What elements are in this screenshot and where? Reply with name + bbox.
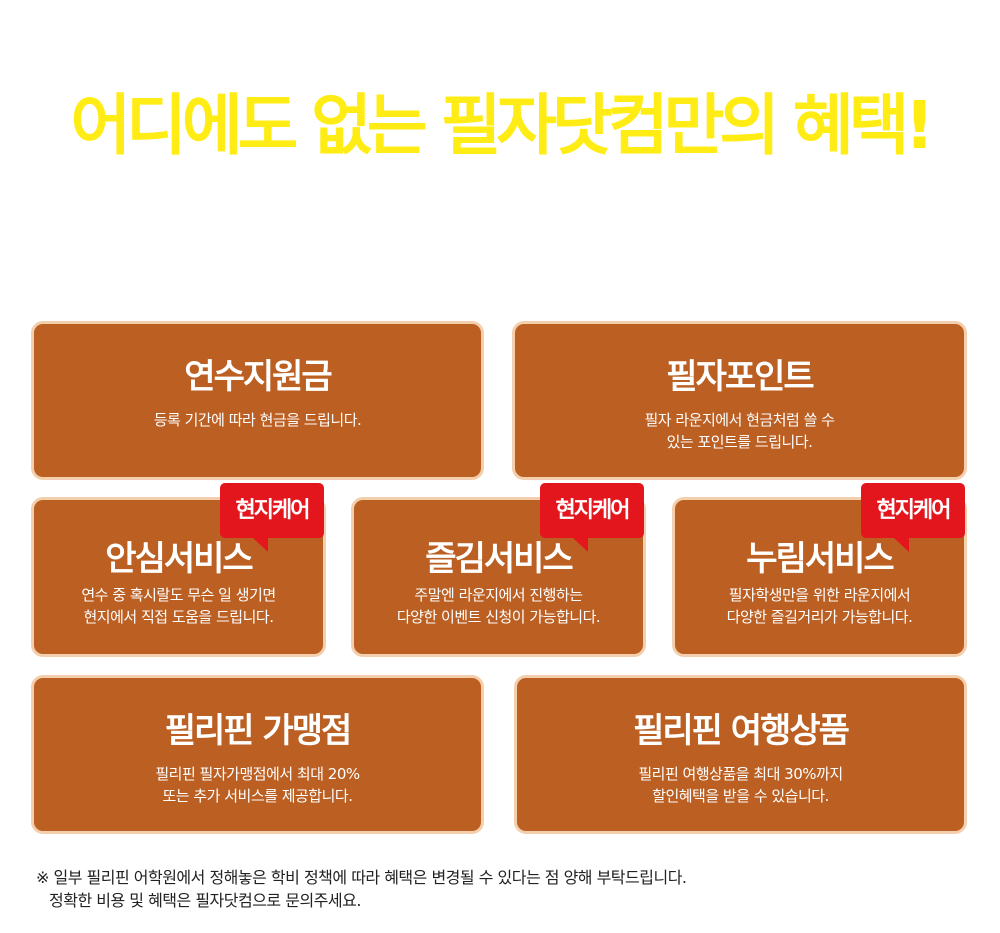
card-description-line: 현지에서 직접 도움을 드립니다. xyxy=(83,608,274,626)
notice-line: 정확한 비용 및 혜택은 필자닷컴으로 문의주세요. xyxy=(49,891,361,910)
benefit-card-pilja-points: 필자포인트 필자 라운지에서 현금처럼 쓸 수 있는 포인트를 드립니다. xyxy=(512,321,967,480)
card-description-line: 다양한 이벤트 신청이 가능합니다. xyxy=(396,608,601,626)
card-description: 연수 중 혹시랄도 무슨 일 생기면 현지에서 직접 도움을 드립니다. xyxy=(34,584,323,628)
card-title: 누림서비스 xyxy=(746,539,894,579)
card-title: 필리핀 여행상품 xyxy=(633,711,850,751)
card-description-line: 또는 추가 서비스를 제공합니다. xyxy=(162,787,353,805)
policy-notice: ※ 일부 필리핀 어학원에서 정해놓은 학비 정책에 따라 혜택은 변경될 수 … xyxy=(36,866,976,912)
notice-line: ※ 일부 필리핀 어학원에서 정해놓은 학비 정책에 따라 혜택은 변경될 수 … xyxy=(36,868,687,887)
benefit-card-philippines-stores: 필리핀 가맹점 필리핀 필자가맹점에서 최대 20% 또는 추가 서비스를 제공… xyxy=(31,675,484,834)
card-description-line: 필자학생만을 위한 라운지에서 xyxy=(728,586,911,604)
page-headline: 어디에도 없는 필자닷컴만의 혜택! xyxy=(70,87,934,164)
card-description-line: 있는 포인트를 드립니다. xyxy=(666,433,813,451)
card-description: 필자학생만을 위한 라운지에서 다양한 즐길거리가 가능합니다. xyxy=(675,584,964,628)
local-care-badge: 현지케어 xyxy=(540,483,644,552)
benefit-card-philippines-travel: 필리핀 여행상품 필리핀 여행상품을 최대 30%까지 할인혜택을 받을 수 있… xyxy=(514,675,967,834)
card-description-line: 주말엔 라운지에서 진행하는 xyxy=(414,586,583,604)
card-description: 필리핀 여행상품을 최대 30%까지 할인혜택을 받을 수 있습니다. xyxy=(517,763,964,807)
card-description: 필리핀 필자가맹점에서 최대 20% 또는 추가 서비스를 제공합니다. xyxy=(34,763,481,807)
benefit-card-nurim-service: 누림서비스 필자학생만을 위한 라운지에서 다양한 즐길거리가 가능합니다. xyxy=(672,497,967,657)
card-description-line: 할인혜택을 받을 수 있습니다. xyxy=(652,787,829,805)
local-care-badge: 현지케어 xyxy=(861,483,965,552)
card-description-line: 연수 중 혹시랄도 무슨 일 생기면 xyxy=(81,586,276,604)
card-description-line: 등록 기간에 따라 현금을 드립니다. xyxy=(153,411,362,429)
card-title: 연수지원금 xyxy=(184,357,332,397)
local-care-badge: 현지케어 xyxy=(220,483,324,552)
card-title: 필자포인트 xyxy=(666,357,814,397)
card-description: 등록 기간에 따라 현금을 드립니다. xyxy=(34,409,481,431)
card-description-line: 필리핀 여행상품을 최대 30%까지 xyxy=(638,765,843,783)
card-title: 안심서비스 xyxy=(105,539,253,579)
card-description-line: 필자 라운지에서 현금처럼 쓸 수 xyxy=(644,411,835,429)
card-description-line: 다양한 즐길거리가 가능합니다. xyxy=(726,608,913,626)
card-title: 즐김서비스 xyxy=(425,539,573,579)
card-title: 필리핀 가맹점 xyxy=(164,711,353,751)
card-description: 주말엔 라운지에서 진행하는 다양한 이벤트 신청이 가능합니다. xyxy=(354,584,643,628)
card-description: 필자 라운지에서 현금처럼 쓸 수 있는 포인트를 드립니다. xyxy=(515,409,964,453)
card-description-line: 필리핀 필자가맹점에서 최대 20% xyxy=(155,765,360,783)
benefit-card-training-support: 연수지원금 등록 기간에 따라 현금을 드립니다. xyxy=(31,321,484,480)
